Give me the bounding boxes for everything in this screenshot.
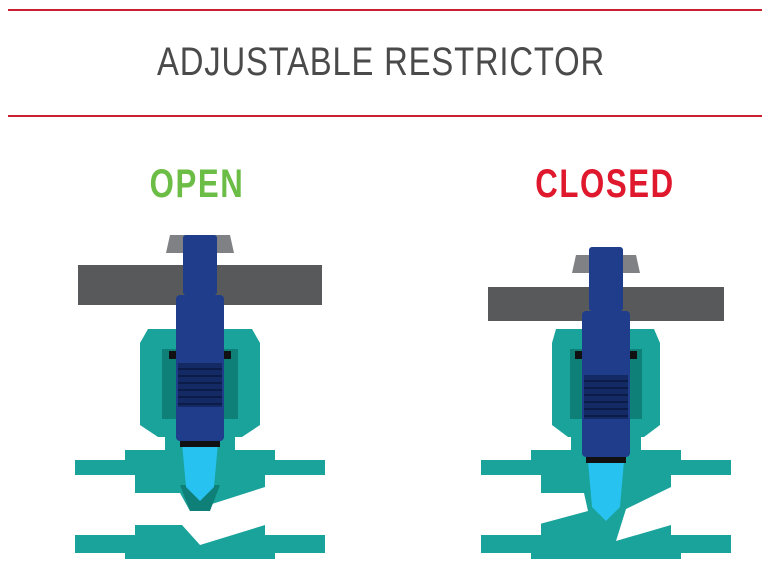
stem-upper [589, 247, 623, 311]
outlet-bore [671, 475, 731, 535]
thread-lines [178, 368, 222, 405]
flow-passage [536, 493, 588, 525]
thread-lines [584, 380, 628, 417]
stem-upper [183, 235, 217, 295]
stem-seal-right [627, 351, 637, 359]
outlet-bore [265, 475, 325, 535]
stem-thread [178, 363, 222, 407]
valve-open-icon [75, 235, 325, 559]
open-label: OPEN [149, 162, 245, 206]
bottom-divider [8, 115, 762, 117]
stem-seal-left [169, 351, 179, 359]
flow-passage-outlet [616, 487, 671, 541]
page-title: ADJUSTABLE RESTRICTOR [157, 40, 605, 84]
closed-label: CLOSED [535, 162, 675, 206]
stem-seal-right [221, 351, 231, 359]
needle-tip [182, 443, 218, 501]
inlet-bore [75, 475, 135, 535]
top-divider [8, 9, 762, 11]
inlet-bore [481, 475, 541, 535]
stem-thread [584, 375, 628, 419]
needle-tip [588, 461, 624, 521]
flow-passage [130, 487, 265, 545]
stem-seal-left [575, 351, 585, 359]
valve-closed-icon [481, 247, 731, 559]
